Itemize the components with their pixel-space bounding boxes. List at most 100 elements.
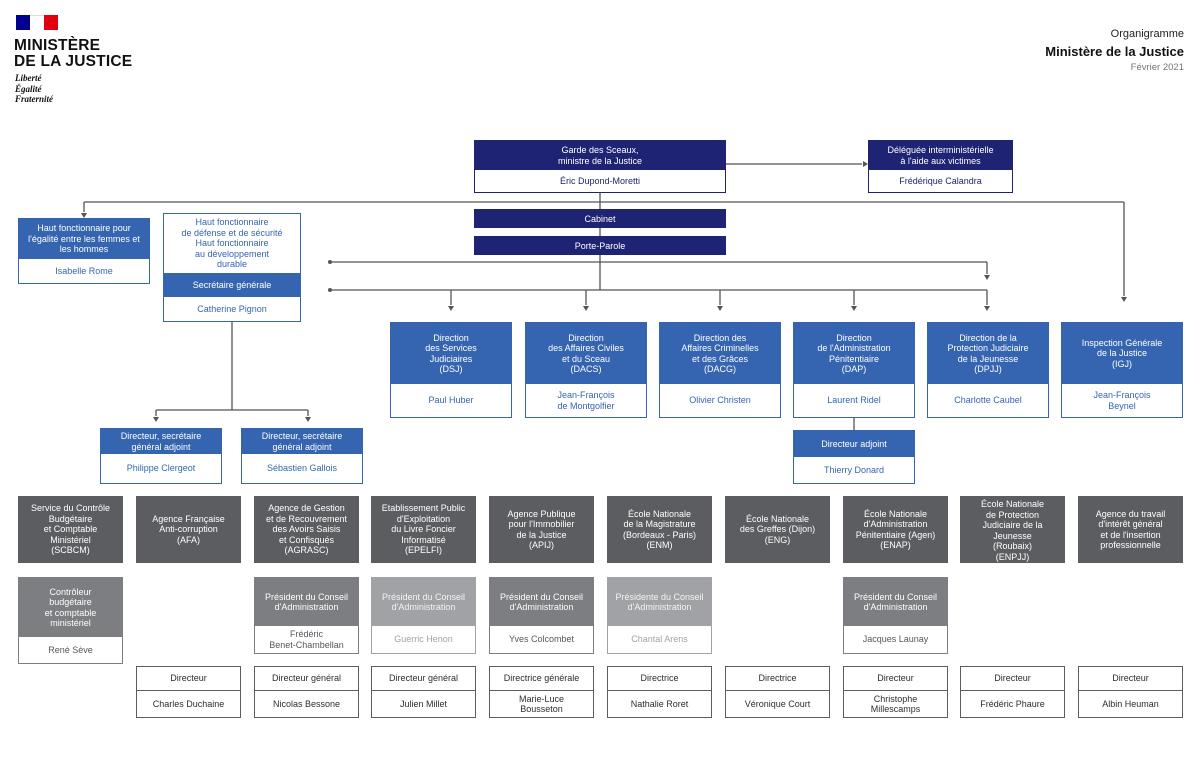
board-name: Chantal Arens [608,626,711,653]
junction-dot [328,260,332,264]
direction-head-name: Jean-François Beynel [1062,384,1182,417]
board-name: Yves Colcombet [490,626,593,653]
garde-des-sceaux-title: Garde des Sceaux, ministre de la Justice [475,141,725,170]
head-name: Albin Heuman [1079,691,1182,717]
dap-adjoint-box: Directeur adjoint Thierry Donard [793,430,915,484]
head-box-eng: Directrice Véronique Court [725,666,830,718]
arrow-to-igj [1121,297,1127,302]
header-title: Ministère de la Justice [1045,44,1184,59]
agency-title: École Nationale de Protection Judiciaire… [961,497,1064,562]
egalite-box: Haut fonctionnaire pour l'égalité entre … [18,218,150,284]
board-box-agrasc: Président du Conseil d'Administration Fr… [254,577,359,654]
flag-white-band [30,15,44,30]
arrow-down-icon [984,275,990,280]
cabinet-bar: Cabinet [474,209,726,228]
board-box-epelfi: Président du Conseil d'Administration Gu… [371,577,476,654]
board-box-enap: Président du Conseil d'Administration Ja… [843,577,948,654]
garde-des-sceaux-box: Garde des Sceaux, ministre de la Justice… [474,140,726,193]
agency-box-apij: Agence Publique pour l'Immobilier de la … [489,496,594,563]
agency-title: Agence Publique pour l'Immobilier de la … [490,497,593,562]
sg-adjoint-2-title: Directeur, secrétaire général adjoint [242,429,362,454]
direction-box-dpjj: Direction de la Protection Judiciaire de… [927,322,1049,418]
arrow-to-direction [984,306,990,311]
direction-head-name: Jean-François de Montgolfier [526,384,646,417]
sg-title: Secrétaire générale [164,273,300,297]
direction-title: Direction de l'Administration Pénitentia… [794,323,914,384]
agency-title: École Nationale des Greffes (Dijon) (ENG… [726,497,829,562]
direction-title: Direction des Services Judiciaires (DSJ) [391,323,511,384]
direction-title: Direction des Affaires Civiles et du Sce… [526,323,646,384]
secretariat-general-box: Haut fonctionnaire de défense et de sécu… [163,213,301,322]
direction-box-dacs: Direction des Affaires Civiles et du Sce… [525,322,647,418]
agency-title: Agence du travail d'intérêt général et d… [1079,497,1182,562]
board-name: Guerric Henon [372,626,475,653]
direction-title: Inspection Générale de la Justice (IGJ) [1062,323,1182,384]
sg-adjoint-1-title: Directeur, secrétaire général adjoint [101,429,221,454]
arrow-to-direction [448,306,454,311]
board-name: René Sève [19,637,122,663]
header-kicker: Organigramme [1110,28,1184,40]
arrow-to-egalite [81,213,87,218]
direction-box-dacg: Direction des Affaires Criminelles et de… [659,322,781,418]
head-title: Directrice [726,667,829,691]
sg-adjoint-2-box: Directeur, secrétaire général adjoint Sé… [241,428,363,484]
logo-line-2: DE LA JUSTICE [14,53,133,70]
head-box-apij: Directrice générale Marie-Luce Bousseton [489,666,594,718]
egalite-name: Isabelle Rome [19,259,149,283]
board-title: Président du Conseil d'Administration [844,578,947,626]
board-title: Président du Conseil d'Administration [372,578,475,626]
direction-title: Direction de la Protection Judiciaire de… [928,323,1048,384]
defense-title: Haut fonctionnaire de défense et de sécu… [164,214,300,273]
agency-box-enpjj: École Nationale de Protection Judiciaire… [960,496,1065,563]
agency-title: Etablissement Public d'Exploitation du L… [372,497,475,562]
motto-liberte: Liberté [15,73,42,83]
marianne-flag-icon [16,15,58,30]
agency-box-enm: École Nationale de la Magistrature (Bord… [607,496,712,563]
flag-red-band [44,15,58,30]
arrow-down-icon [305,417,311,422]
board-name: Frédéric Benet-Chambellan [255,626,358,653]
deleguee-victimes-name: Frédérique Calandra [869,170,1012,192]
direction-head-name: Paul Huber [391,384,511,417]
arrow-to-deleguee [863,161,868,167]
board-title: Présidente du Conseil d'Administration [608,578,711,626]
agency-title: Agence Française Anti-corruption (AFA) [137,497,240,562]
deleguee-victimes-box: Déléguée interministérielle à l'aide aux… [868,140,1013,193]
dap-adjoint-title: Directeur adjoint [794,431,914,457]
header-date: Février 2021 [1130,62,1184,73]
head-title: Directrice générale [490,667,593,691]
head-title: Directeur [1079,667,1182,691]
board-title: Président du Conseil d'Administration [255,578,358,626]
head-box-agrasc: Directeur général Nicolas Bessone [254,666,359,718]
arrow-down-icon [153,417,159,422]
direction-head-name: Olivier Christen [660,384,780,417]
direction-box-dsj: Direction des Services Judiciaires (DSJ)… [390,322,512,418]
dap-adjoint-name: Thierry Donard [794,457,914,483]
agency-box-agrasc: Agence de Gestion et de Recouvrement des… [254,496,359,563]
sg-adjoint-1-box: Directeur, secrétaire général adjoint Ph… [100,428,222,484]
agency-box-scbcm: Service du Contrôle Budgétaire et Compta… [18,496,123,563]
head-title: Directeur [844,667,947,691]
head-name: Charles Duchaine [137,691,240,717]
agency-title: Agence de Gestion et de Recouvrement des… [255,497,358,562]
agency-box-eng: École Nationale des Greffes (Dijon) (ENG… [725,496,830,563]
head-name: Véronique Court [726,691,829,717]
egalite-title: Haut fonctionnaire pour l'égalité entre … [19,219,149,259]
agency-box-enap: École Nationale d'Administration Péniten… [843,496,948,563]
board-box-scbcm: Contrôleur budgétaire et comptable minis… [18,577,123,664]
agency-box-epelfi: Etablissement Public d'Exploitation du L… [371,496,476,563]
head-title: Directeur général [372,667,475,691]
board-title: Contrôleur budgétaire et comptable minis… [19,578,122,637]
sg-adjoint-2-name: Sébastien Gallois [242,454,362,483]
head-title: Directeur [137,667,240,691]
logo-line-1: MINISTÈRE [14,37,101,54]
direction-head-name: Laurent Ridel [794,384,914,417]
head-name: Marie-Luce Bousseton [490,691,593,717]
deleguee-victimes-title: Déléguée interministérielle à l'aide aux… [869,141,1012,170]
head-box-enm: Directrice Nathalie Roret [607,666,712,718]
head-box-afa: Directeur Charles Duchaine [136,666,241,718]
arrow-to-direction [851,306,857,311]
direction-box-dap: Direction de l'Administration Pénitentia… [793,322,915,418]
arrow-to-direction [717,306,723,311]
